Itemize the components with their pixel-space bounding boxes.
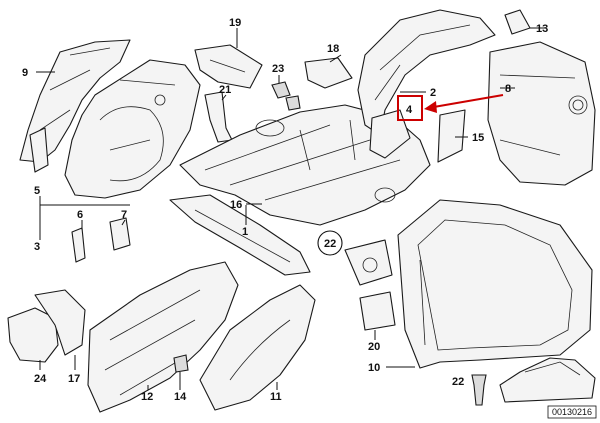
part-23-clip	[271, 81, 301, 111]
reference-code-box: 00130216	[547, 405, 597, 419]
part-15-panel	[437, 109, 466, 163]
part-9-fender	[19, 39, 131, 163]
callout-10: 10	[368, 362, 380, 374]
callout-21: 21	[219, 84, 231, 96]
part-4-panel	[369, 109, 411, 159]
callout-12: 12	[141, 391, 153, 403]
part-21-bracket	[204, 91, 233, 143]
part-2-rear-wheelhouse	[357, 9, 496, 136]
part-22-marker	[317, 230, 343, 256]
part-wheelhouse-front	[64, 59, 201, 199]
part-22-screw	[471, 374, 487, 406]
callout-labels: 9 19 18 23 21 13 2 8 4 15 5 6 7 3 16 1 2…	[22, 17, 548, 403]
part-18-plate	[304, 57, 353, 89]
callout-13: 13	[536, 23, 548, 35]
callout-7: 7	[121, 209, 127, 221]
callout-3: 3	[34, 241, 40, 253]
callout-1: 1	[242, 226, 248, 238]
part-17-wheelarch-liner	[34, 289, 86, 356]
part-8-rear-quarter	[487, 41, 596, 186]
part-5-bracket	[29, 127, 49, 173]
highlight-part-4	[397, 94, 504, 121]
callout-6: 6	[77, 209, 83, 221]
part-24-wheelarch-liner	[7, 307, 59, 363]
callout-18: 18	[327, 43, 339, 55]
callout-9: 9	[22, 67, 28, 79]
part-19-plate	[194, 44, 263, 89]
part-14-clip	[173, 354, 189, 373]
callout-14: 14	[174, 391, 187, 403]
part-20-bracket	[359, 291, 396, 331]
callout-22-circled: 22	[324, 238, 336, 250]
callout-8: 8	[505, 83, 511, 95]
callout-11: 11	[270, 391, 282, 403]
callout-22: 22	[452, 376, 464, 388]
callout-24: 24	[34, 373, 47, 385]
part-inner-panel	[344, 239, 393, 286]
part-11-rear-wheelhouse-inner	[199, 284, 316, 411]
part-13-bracket	[504, 9, 531, 35]
callout-23: 23	[272, 63, 284, 75]
part-7-bracket	[109, 217, 131, 251]
callout-2: 2	[430, 87, 436, 99]
part-1-floor-assembly	[179, 104, 431, 226]
callout-16: 16	[230, 199, 242, 211]
leader-lines	[36, 27, 545, 390]
callout-15: 15	[472, 132, 484, 144]
callout-5: 5	[34, 185, 40, 197]
car-thumbnail	[499, 357, 596, 403]
part-12-inner-side	[87, 261, 239, 413]
callout-19: 19	[229, 17, 241, 29]
part-6-bracket	[71, 227, 86, 263]
callout-17: 17	[68, 373, 80, 385]
callout-4: 4	[406, 104, 413, 116]
part-10-side-frame	[397, 199, 593, 369]
callout-20: 20	[368, 341, 380, 353]
part-16-sill	[169, 194, 311, 276]
reference-code: 00130216	[552, 407, 592, 417]
